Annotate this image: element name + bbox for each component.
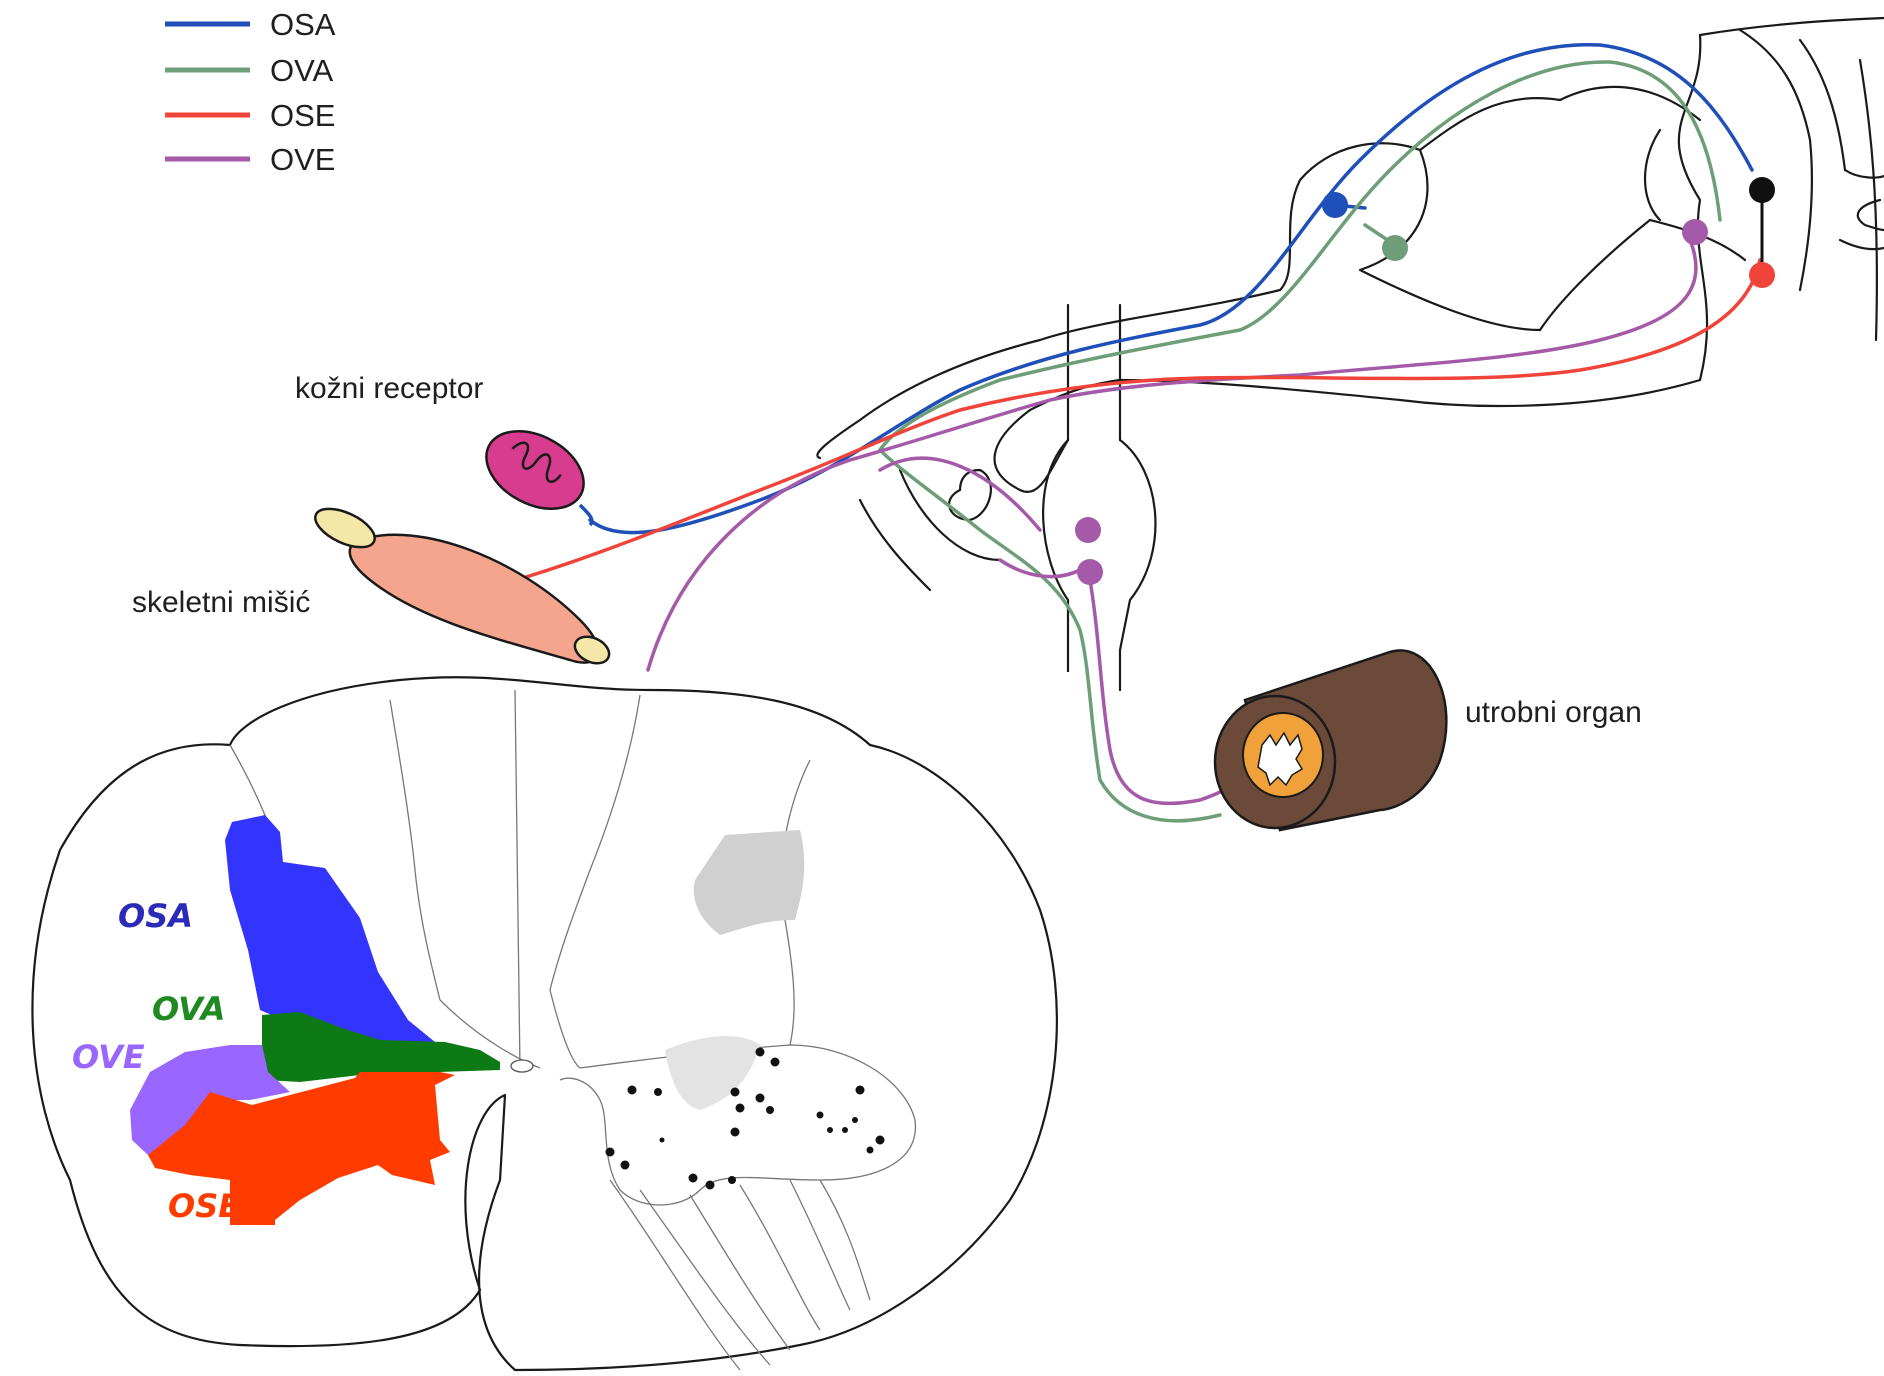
osa-fiber xyxy=(590,45,1752,533)
ove-ganglion-neuron-2 xyxy=(1077,559,1103,585)
ova-zone-label: OVA xyxy=(152,990,225,1028)
osa-zone-label: OSA xyxy=(118,897,193,935)
interneuron-body xyxy=(1749,177,1775,203)
skeletal-muscle-icon xyxy=(310,501,614,669)
spinal-cord-segment-outline xyxy=(817,18,1884,690)
ove-ganglion-neuron-1 xyxy=(1075,517,1101,543)
legend-label-osa: OSA xyxy=(270,7,336,42)
ove-zone-label: OVE xyxy=(72,1038,145,1076)
ose-neuron-body xyxy=(1749,262,1775,288)
legend-label-ove: OVE xyxy=(270,142,335,177)
ose-zone-label: OSE xyxy=(168,1187,240,1225)
skin-receptor-label: kožni receptor xyxy=(295,372,483,405)
osa-neuron-body xyxy=(1322,192,1348,218)
skeletal-muscle-label: skeletni mišić xyxy=(132,586,310,619)
skin-receptor-icon xyxy=(473,416,597,525)
ova-neuron-body xyxy=(1382,235,1408,261)
visceral-organ-label: utrobni organ xyxy=(1465,696,1642,729)
visceral-organ-icon xyxy=(1215,650,1446,830)
legend-label-ova: OVA xyxy=(270,53,333,88)
legend-label-ose: OSE xyxy=(270,98,335,133)
central-canal xyxy=(511,1060,533,1072)
legend: OSA OVA OSE OVE xyxy=(165,7,336,177)
ove-neuron-body-cord xyxy=(1682,219,1708,245)
